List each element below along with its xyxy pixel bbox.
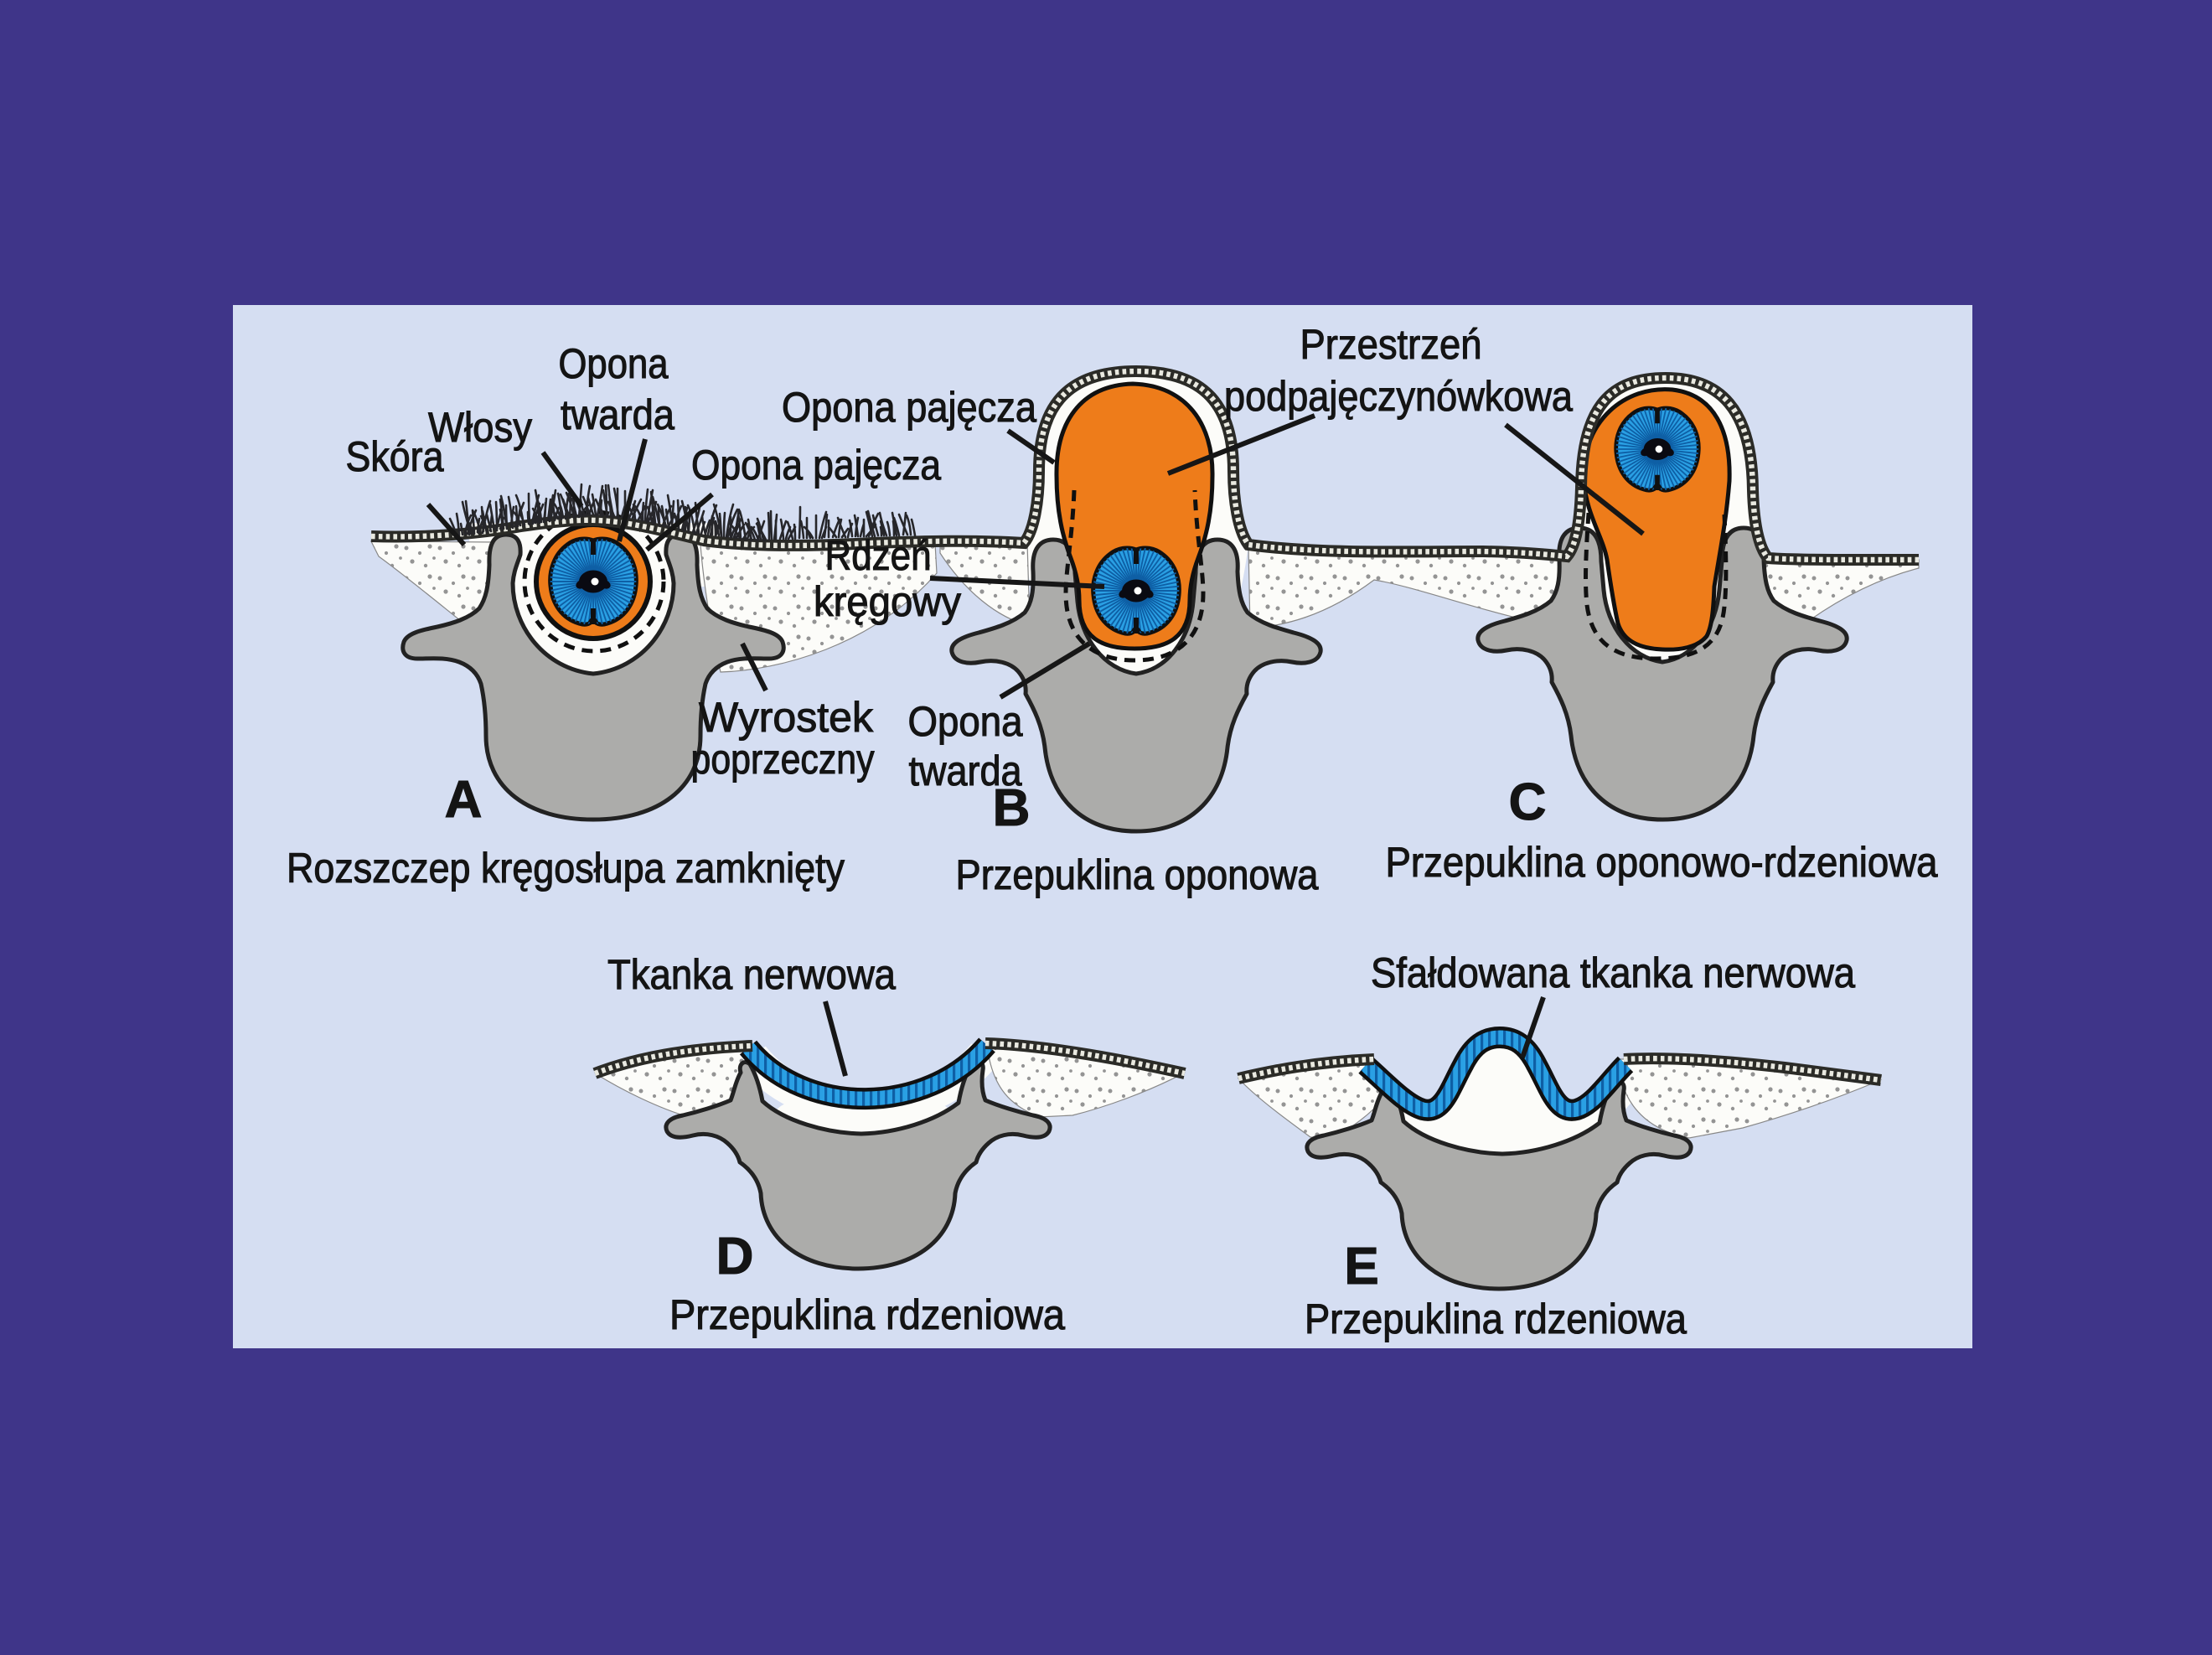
svg-text:Sfałdowana tkanka nerwowa: Sfałdowana tkanka nerwowa [1371, 949, 1855, 996]
svg-text:kręgowy: kręgowy [814, 578, 961, 625]
svg-text:twarda: twarda [561, 391, 674, 438]
svg-text:twarda: twarda [909, 747, 1022, 794]
svg-text:Opona pajęcza: Opona pajęcza [782, 384, 1036, 431]
svg-text:poprzeczny: poprzeczny [691, 736, 875, 783]
svg-text:Wyrostek: Wyrostek [699, 694, 874, 741]
svg-text:Przepuklina rdzeniowa: Przepuklina rdzeniowa [669, 1291, 1065, 1338]
svg-text:C: C [1509, 773, 1547, 831]
svg-text:Rozszczep kręgosłupa zamknięty: Rozszczep kręgosłupa zamknięty [287, 845, 845, 892]
svg-text:D: D [716, 1228, 754, 1285]
svg-text:Tkanka nerwowa: Tkanka nerwowa [607, 951, 896, 998]
svg-text:A: A [445, 771, 483, 829]
svg-text:podpajęczynówkowa: podpajęczynówkowa [1224, 373, 1573, 420]
svg-text:Przepuklina oponowa: Przepuklina oponowa [956, 851, 1319, 898]
svg-text:Przestrzeń: Przestrzeń [1300, 321, 1482, 368]
svg-text:Skóra: Skóra [346, 433, 444, 480]
svg-text:E: E [1344, 1238, 1378, 1296]
svg-text:Opona pajęcza: Opona pajęcza [691, 442, 941, 489]
svg-text:Opona: Opona [908, 698, 1023, 745]
svg-text:Włosy: Włosy [428, 404, 532, 451]
svg-text:Rdzeń: Rdzeń [825, 532, 932, 579]
svg-text:Przepuklina rdzeniowa: Przepuklina rdzeniowa [1305, 1296, 1687, 1342]
svg-text:B: B [993, 779, 1031, 837]
svg-text:Przepuklina oponowo-rdzeniowa: Przepuklina oponowo-rdzeniowa [1386, 839, 1938, 886]
svg-text:Opona: Opona [559, 340, 669, 387]
